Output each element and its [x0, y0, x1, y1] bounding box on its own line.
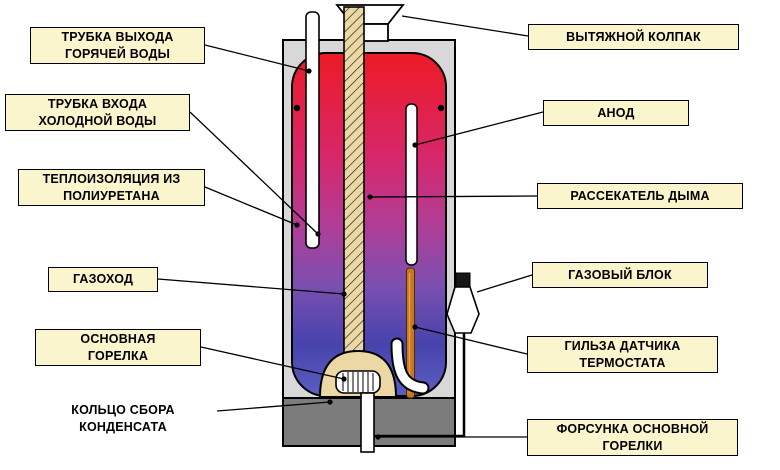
label-thermostat-sensor-sleeve: ГИЛЬЗА ДАТЧИКА ТЕРМОСТАТА	[527, 336, 718, 373]
label-exhaust-hood: ВЫТЯЖНОЙ КОЛПАК	[528, 24, 739, 50]
flue-tube	[343, 6, 365, 361]
label-main-burner-nozzle: ФОРСУНКА ОСНОВНОЙ ГОРЕЛКИ	[527, 419, 738, 456]
label-smoke-diverter: РАССЕКАТЕЛЬ ДЫМА	[537, 183, 743, 209]
drain-elbow-pipe	[390, 337, 430, 395]
gas-block-shape	[374, 272, 480, 438]
label-main-burner: ОСНОВНАЯ ГОРЕЛКА	[35, 329, 201, 366]
label-polyurethane-insulation: ТЕПЛОИЗОЛЯЦИЯ ИЗ ПОЛИУРЕТАНА	[18, 169, 205, 206]
label-cold-water-inlet-tube: ТРУБКА ВХОДА ХОЛОДНОЙ ВОДЫ	[5, 94, 190, 131]
label-anode: АНОД	[543, 100, 689, 126]
water-inlet-outlet-tube	[305, 11, 320, 249]
label-condensate-ring: КОЛЬЦО СБОРА КОНДЕНСАТА	[71, 402, 175, 434]
label-gas-block: ГАЗОВЫЙ БЛОК	[532, 262, 708, 288]
tank-weld-dot-left	[293, 104, 301, 112]
tank-weld-dot-right	[437, 104, 445, 112]
thermostat-sleeve-rod	[406, 267, 415, 399]
main-burner-shape	[335, 370, 381, 394]
burner-nozzle-tube	[360, 392, 375, 453]
label-flue: ГАЗОХОД	[48, 267, 158, 292]
anode-rod	[405, 103, 418, 266]
label-hot-water-outlet-tube: ТРУБКА ВЫХОДА ГОРЯЧЕЙ ВОДЫ	[30, 27, 205, 64]
callout-lines	[157, 15, 544, 440]
